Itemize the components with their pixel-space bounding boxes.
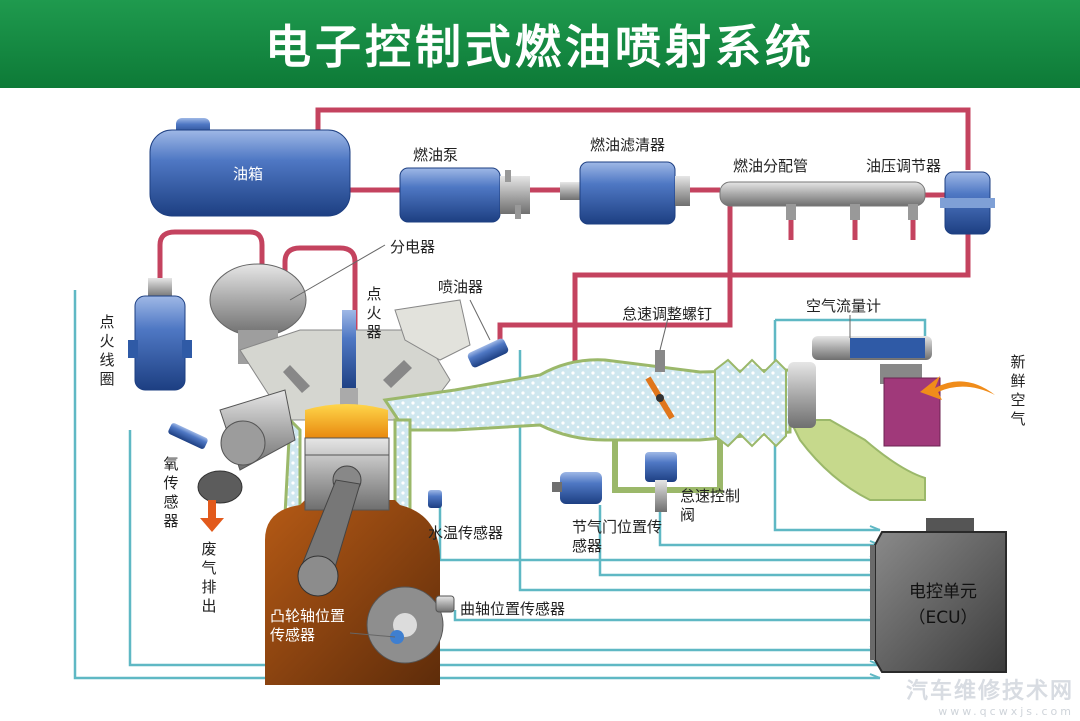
signal-throttle <box>598 505 880 577</box>
signal-ignition-coil <box>73 290 880 680</box>
diagram-title: 电子控制式燃油喷射系统 <box>265 20 815 74</box>
air-flow-meter <box>788 336 941 447</box>
fuel-injector <box>467 338 509 368</box>
line-to-injector <box>497 205 733 345</box>
spark-plug-body <box>340 310 358 408</box>
idle-screw-label: 怠速调整螺钉 <box>622 305 713 323</box>
exhaust-label: 废气排出 <box>201 540 217 615</box>
fuel-lines <box>157 107 971 365</box>
fresh-air-label: 新鲜空气 <box>1010 353 1026 428</box>
o2-sensor-label: 氧传感器 <box>163 455 179 530</box>
throttle-position-sensor <box>552 472 602 504</box>
hv-lead-coil <box>157 229 265 300</box>
fuel-rail <box>719 181 926 240</box>
line-regulator-vacuum <box>572 230 971 365</box>
throttle-sensor-label: 节气门位置传感器 <box>572 518 663 555</box>
exhaust-manifold <box>197 389 296 504</box>
fuel-filter-label: 燃油滤清器 <box>590 136 666 154</box>
coolant-sensor-label: 水温传感器 <box>428 524 504 542</box>
injector-label: 喷油器 <box>438 278 484 296</box>
watermark-text: 汽车维修技术网 <box>905 679 1074 704</box>
coolant-sensor-body <box>428 490 442 508</box>
fuel-filter <box>560 161 690 225</box>
fuel-tank-label: 油箱 <box>233 165 264 183</box>
spark-plug-label: 点火器 <box>366 285 382 341</box>
intake-valve <box>383 360 412 388</box>
crank-sensor-body <box>435 595 455 613</box>
pressure-regulator <box>940 171 995 235</box>
signal-injector <box>518 350 880 592</box>
air-flow-meter-label: 空气流量计 <box>806 297 882 315</box>
ecu-label-line1: 电控单元 <box>909 582 977 602</box>
camshaft-sensor-label: 凸轮轴位置传感器 <box>270 607 346 644</box>
ecu-box <box>870 518 1007 673</box>
fuel-rail-label: 燃油分配管 <box>733 157 809 175</box>
bellows <box>714 358 787 448</box>
piston <box>297 437 390 597</box>
title-banner: 电子控制式燃油喷射系统 <box>0 0 1080 88</box>
combustion-flame <box>305 404 388 438</box>
fresh-air-arrow <box>920 376 995 400</box>
signal-o2-sensor <box>128 430 880 667</box>
fuel-tank <box>149 118 351 217</box>
ignition-coil-label: 点火线圈 <box>99 313 115 388</box>
exhaust-arrow <box>200 500 224 532</box>
idle-valve-label: 怠速控制阀 <box>680 487 741 524</box>
fuel-pump-label: 燃油泵 <box>413 146 459 164</box>
exhaust-valve <box>283 365 310 393</box>
pressure-regulator-label: 油压调节器 <box>866 157 942 175</box>
idle-valve <box>645 452 677 512</box>
hv-lead-plug <box>282 245 358 330</box>
signal-cam <box>388 640 880 652</box>
watermark: 汽车维修技术网 www.qcwxjs.com <box>906 673 1074 718</box>
crankshaft-sensor-label: 曲轴位置传感器 <box>460 600 566 618</box>
ecu-label-line2: （ECU） <box>908 608 978 628</box>
watermark-url: www.qcwxjs.com <box>938 705 1074 718</box>
fuel-pump <box>399 167 530 223</box>
leader-lines <box>289 244 851 638</box>
signal-airflow-a <box>775 318 927 340</box>
throttle-plate <box>645 350 675 420</box>
distributor-label: 分电器 <box>390 238 436 256</box>
o2-sensor-body <box>168 423 208 449</box>
return-line-top <box>315 107 971 170</box>
signal-crank <box>453 610 880 622</box>
camshaft-gear <box>366 586 444 664</box>
ignition-coil <box>128 278 192 391</box>
